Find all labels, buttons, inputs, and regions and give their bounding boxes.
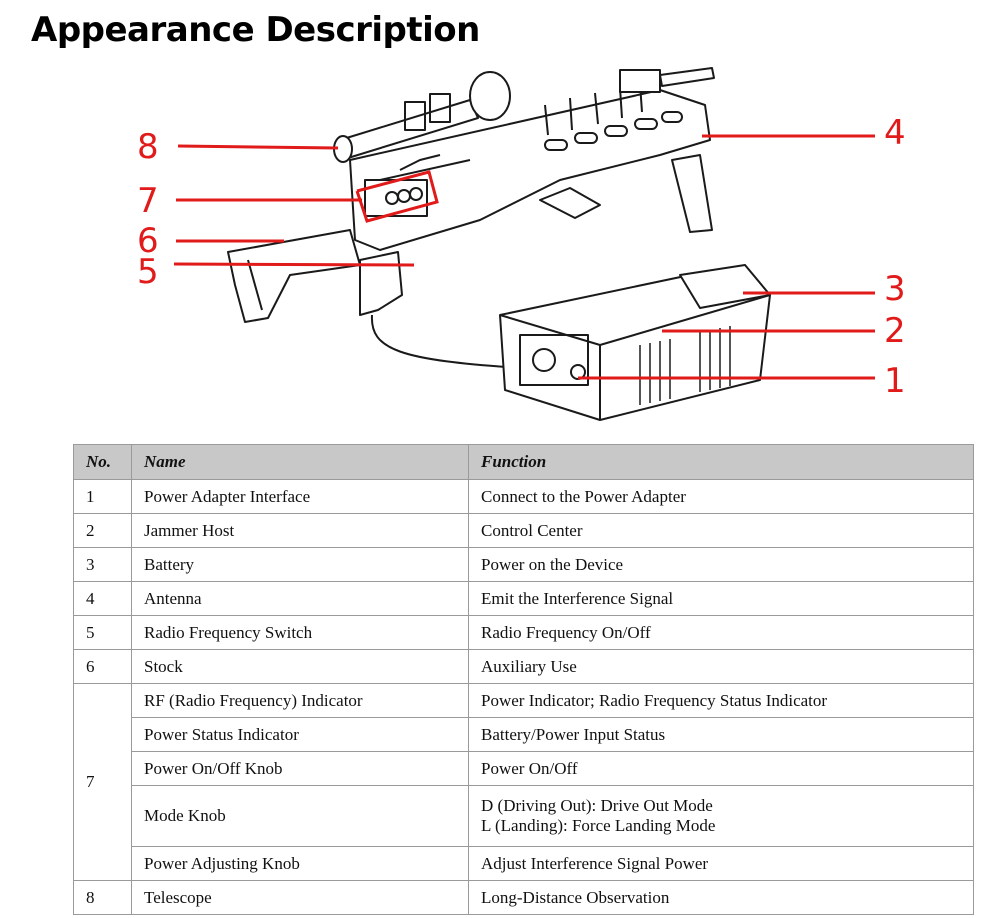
cell-function: Battery/Power Input Status	[468, 717, 974, 752]
gun-body	[349, 89, 711, 251]
antenna-slots	[544, 111, 683, 151]
cell-no: 6	[73, 649, 132, 684]
cell-function: Long-Distance Observation	[468, 880, 974, 915]
header-function: Function	[468, 444, 974, 480]
interface-panel	[519, 334, 589, 386]
jammer-host-drawing	[499, 264, 771, 421]
knob-1	[385, 191, 399, 205]
top-module	[619, 69, 661, 93]
callout-labels: 8 7 6 5 4 3 2 1	[137, 113, 906, 401]
page-title: Appearance Description	[31, 10, 480, 50]
rf-box	[355, 170, 439, 223]
cell-name: Radio Frequency Switch	[131, 615, 469, 650]
device-illustration: 8 7 6 5 4 3 2 1	[137, 67, 906, 421]
cell-no: 8	[73, 880, 132, 915]
cell-name: Battery	[131, 547, 469, 582]
table-header-row: No. Name Function	[73, 444, 974, 480]
cell-no: 1	[73, 479, 132, 514]
callout-1: 1	[884, 361, 906, 401]
table-row: Power On/Off Knob Power On/Off	[74, 751, 974, 786]
callout-7: 7	[137, 181, 159, 221]
table-row: Mode Knob D (Driving Out): Drive Out Mod…	[74, 785, 974, 847]
callout-6: 6	[137, 221, 159, 261]
cell-name: Power Status Indicator	[131, 717, 469, 752]
cell-name: Jammer Host	[131, 513, 469, 548]
stock-shape	[227, 229, 361, 323]
callout-8: 8	[137, 127, 159, 167]
knob-3	[409, 187, 423, 201]
table-row: Power Status Indicator Battery/Power Inp…	[74, 717, 974, 752]
cell-name: Stock	[131, 649, 469, 684]
table-row: 4 Antenna Emit the Interference Signal	[73, 581, 974, 616]
header-name: Name	[131, 444, 469, 480]
appearance-table: No. Name Function 1 Power Adapter Interf…	[73, 444, 974, 915]
grip-shape	[359, 251, 403, 316]
function-line-1: D (Driving Out): Drive Out Mode	[481, 796, 713, 815]
callout-5: 5	[137, 252, 159, 292]
cell-function: Adjust Interference Signal Power	[468, 846, 974, 881]
cell-name: Mode Knob	[131, 785, 469, 847]
power-port	[532, 348, 556, 372]
table-row: 3 Battery Power on the Device	[73, 547, 974, 582]
knob-2	[397, 189, 411, 203]
callout-lines	[173, 134, 875, 380]
cell-no: 4	[73, 581, 132, 616]
cell-no: 2	[73, 513, 132, 548]
cell-function: D (Driving Out): Drive Out Mode L (Landi…	[468, 785, 974, 847]
cell-no: 5	[73, 615, 132, 650]
cell-name: Telescope	[131, 880, 469, 915]
cell-name: Power Adapter Interface	[131, 479, 469, 514]
cell-function: Auxiliary Use	[468, 649, 974, 684]
function-line-2: L (Landing): Force Landing Mode	[481, 816, 716, 835]
cell-function: Radio Frequency On/Off	[468, 615, 974, 650]
cell-name: Power On/Off Knob	[131, 751, 469, 786]
callout-4: 4	[884, 113, 906, 153]
cell-function: Power on the Device	[468, 547, 974, 582]
callout-3: 3	[884, 269, 906, 309]
table-row: 2 Jammer Host Control Center	[73, 513, 974, 548]
cell-function: Control Center	[468, 513, 974, 548]
cell-function: Power Indicator; Radio Frequency Status …	[468, 683, 974, 718]
cell-no: 3	[73, 547, 132, 582]
table-row: 8 Telescope Long-Distance Observation	[73, 880, 974, 915]
cell-name: RF (Radio Frequency) Indicator	[131, 683, 469, 718]
callout-2: 2	[884, 311, 906, 351]
jammer-gun-drawing	[227, 67, 715, 369]
table-row: 7 RF (Radio Frequency) Indicator Power I…	[73, 683, 974, 881]
table-row: 1 Power Adapter Interface Connect to the…	[73, 479, 974, 514]
cell-no-merged: 7	[73, 683, 132, 881]
cell-name: Antenna	[131, 581, 469, 616]
cell-function: Connect to the Power Adapter	[468, 479, 974, 514]
header-no: No.	[73, 444, 132, 480]
cell-function: Emit the Interference Signal	[468, 581, 974, 616]
power-cable	[370, 314, 521, 369]
cell-function: Power On/Off	[468, 751, 974, 786]
telescope-shape	[333, 71, 511, 163]
battery-pack	[679, 264, 771, 309]
table-row: 5 Radio Frequency Switch Radio Frequency…	[73, 615, 974, 650]
cell-name: Power Adjusting Knob	[131, 846, 469, 881]
table-row: Power Adjusting Knob Adjust Interference…	[74, 846, 974, 881]
bipod-leg	[671, 154, 713, 233]
table-row: 6 Stock Auxiliary Use	[73, 649, 974, 684]
